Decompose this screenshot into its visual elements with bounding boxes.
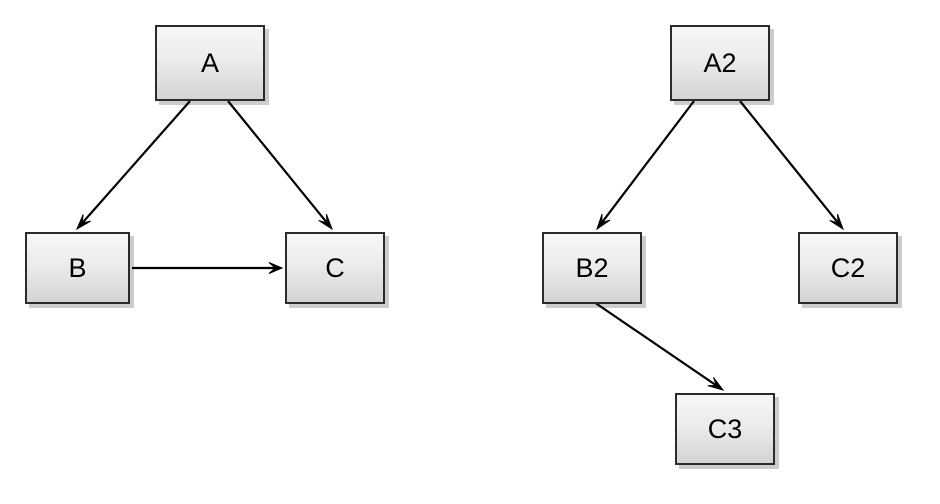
node-label-a2: A2 xyxy=(703,47,737,78)
edge-A2-C2 xyxy=(739,100,844,231)
node-b[interactable]: B xyxy=(25,232,130,304)
node-label-c: C xyxy=(325,252,345,283)
node-label-b2: B2 xyxy=(575,252,609,283)
node-a2[interactable]: A2 xyxy=(670,25,770,101)
edge-B2-C3 xyxy=(593,301,725,391)
node-b2[interactable]: B2 xyxy=(542,232,642,304)
arrowhead-A-C xyxy=(318,214,333,231)
node-label-a: A xyxy=(200,47,219,78)
node-c[interactable]: C xyxy=(285,232,385,304)
edge-A2-B2 xyxy=(596,100,695,231)
arrowhead-B2-C3 xyxy=(707,377,725,391)
arrowhead-A2-C2 xyxy=(829,214,844,231)
arrowhead-A2-B2 xyxy=(596,213,611,231)
edge-A-B xyxy=(75,100,191,231)
edge-B-C xyxy=(132,262,284,274)
edge-A-C xyxy=(227,100,333,231)
node-label-b: B xyxy=(68,252,87,283)
node-c2[interactable]: C2 xyxy=(798,232,898,304)
node-label-c3: C3 xyxy=(707,413,743,444)
arrowhead-A-B xyxy=(75,214,91,231)
node-c3[interactable]: C3 xyxy=(675,393,775,465)
node-a[interactable]: A xyxy=(155,25,265,101)
node-label-c2: C2 xyxy=(830,252,866,283)
arrowhead-B-C xyxy=(268,262,284,274)
